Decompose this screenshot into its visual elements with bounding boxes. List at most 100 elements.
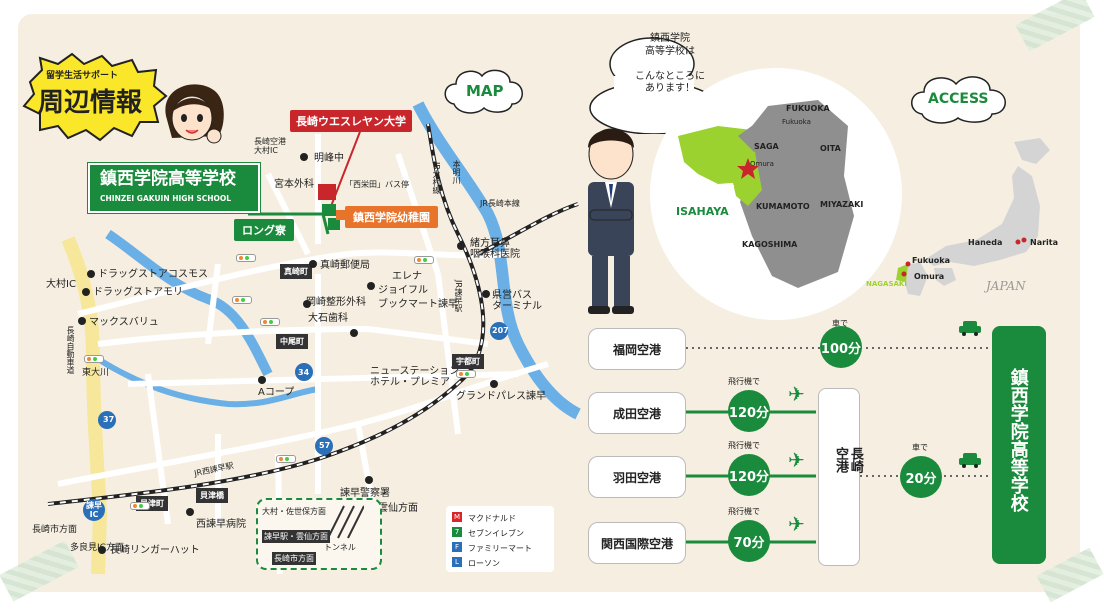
higashi-omuta-river bbox=[96, 356, 319, 408]
drug-cosmos-dot bbox=[87, 270, 95, 278]
header-tag: 留学生活サポート bbox=[46, 71, 119, 81]
tunnel-inset: 大村・佐世保方面 諫早駅・雲仙方面 トンネル 長崎市方面 bbox=[256, 498, 382, 570]
map-cloud bbox=[444, 69, 523, 114]
label-masaki-post: 真崎郵便局 bbox=[320, 260, 370, 271]
label-miyamoto-surgery: 宮本外科 bbox=[274, 179, 314, 190]
joyful-dot bbox=[367, 282, 375, 290]
kyushu-map bbox=[650, 68, 902, 320]
label-ogata-ent: 緒方耳鼻 咽喉科医院 bbox=[470, 238, 520, 260]
speech-bubble-text: 鎮西学院 高等学校は こんなところに あります！ bbox=[635, 33, 705, 94]
label-omura-ic: 大村IC bbox=[46, 279, 76, 290]
header-burst-badge bbox=[22, 52, 168, 142]
route-34-shield: 34 bbox=[298, 368, 310, 377]
label-new-station-hotel: ニューステーション ホテル・プレミア bbox=[370, 366, 460, 388]
time-kansai: 70分 bbox=[728, 520, 770, 562]
meiho-jhs-dot bbox=[300, 153, 308, 161]
airport-narita[interactable]: 成田空港 bbox=[588, 392, 686, 434]
acoop-dot bbox=[258, 376, 266, 384]
plane-icon-narita: ✈ bbox=[788, 382, 805, 406]
route-37-shield: 37 bbox=[103, 415, 115, 424]
car-icon-fukuoka bbox=[959, 321, 981, 336]
kyushu-isahaya: ISAHAYA bbox=[676, 205, 729, 218]
kyushu-kagoshima: KAGOSHIMA bbox=[742, 240, 798, 249]
school-destination-label: 鎮西学院高等学校 bbox=[1007, 368, 1029, 512]
label-elena: エレナ bbox=[392, 271, 422, 282]
label-jr-omura-line: JR大村線 bbox=[432, 162, 441, 194]
japan-map bbox=[896, 138, 1050, 296]
label-oishi-dental: 大石歯科 bbox=[308, 313, 348, 324]
airport-fukuoka[interactable]: 福岡空港 bbox=[588, 328, 686, 370]
mode-car-nagasaki: 車で bbox=[912, 443, 928, 452]
mode-car-fukuoka: 車で bbox=[832, 319, 848, 328]
nagasaki-airport-label: 長崎 空港 bbox=[832, 447, 863, 473]
kyushu-miyazaki: MIYAZAKI bbox=[820, 200, 864, 209]
nagasaki-ringer-dot bbox=[98, 546, 106, 554]
label-grand-palace: グランドパレス諫早 bbox=[456, 391, 546, 402]
airport-haneda[interactable]: 羽田空港 bbox=[588, 456, 686, 498]
kyushu-omura: Omura bbox=[750, 160, 774, 168]
label-honmyo-river: 本明川 bbox=[452, 160, 461, 184]
university-label[interactable]: 長崎ウエスレヤン大学 bbox=[290, 110, 412, 132]
familymart-icon: F bbox=[452, 542, 462, 552]
time-fukuoka: 100分 bbox=[820, 326, 862, 368]
drug-mori-dot bbox=[82, 288, 90, 296]
japan-nagasaki: NAGASAKI bbox=[866, 280, 907, 288]
inset-omura-sasebo: 大村・佐世保方面 bbox=[262, 507, 326, 516]
school-name-jp: 鎮西学院高等学校 bbox=[100, 169, 236, 189]
nakao-cho-badge: 中尾町 bbox=[276, 334, 308, 349]
japan-label: JAPAN bbox=[986, 279, 1026, 293]
nagasaki-airport-box[interactable]: 長崎 空港 bbox=[818, 388, 863, 566]
girl-mascot bbox=[165, 84, 224, 144]
label-isahaya-station: JR諫早駅 bbox=[454, 280, 463, 312]
label-joyful: ジョイフル bbox=[378, 285, 428, 296]
label-bookmart: ブックマート諫早 bbox=[378, 299, 458, 310]
header-title: 周辺情報 bbox=[38, 88, 143, 118]
time-nagasaki-school: 20分 bbox=[900, 456, 942, 498]
japan-narita: Narita bbox=[1030, 238, 1059, 247]
label-tara-mi-dir: 多良見IC方面 bbox=[70, 543, 124, 553]
airport-kansai[interactable]: 関西国際空港 bbox=[588, 522, 686, 564]
school-label-box[interactable]: 鎮西学院高等学校 CHINZEI GAKUIN HIGH SCHOOL bbox=[88, 163, 260, 213]
isahaya-police-dot bbox=[365, 476, 373, 484]
map-cloud-label: MAP bbox=[466, 82, 504, 100]
time-haneda: 120分 bbox=[728, 454, 770, 496]
kyushu-saga: SAGA bbox=[754, 142, 779, 151]
label-jr-nagasaki-line: JR長崎本線 bbox=[480, 199, 520, 208]
legend-seven-eleven: セブンイレブン bbox=[468, 529, 524, 538]
school-destination-box[interactable]: 鎮西学院高等学校 bbox=[992, 326, 1046, 564]
kindergarten-label[interactable]: 鎮西学院幼稚園 bbox=[345, 206, 438, 228]
school-mark bbox=[322, 204, 336, 216]
dorm-mark bbox=[328, 218, 340, 230]
masaki-cho-badge: 真崎町 bbox=[280, 264, 312, 279]
access-cloud bbox=[911, 76, 1006, 124]
area-map bbox=[47, 101, 581, 575]
traffic-signal bbox=[260, 318, 280, 326]
lawson-icon: L bbox=[452, 557, 462, 567]
mcdonalds-icon: M bbox=[452, 512, 462, 522]
time-narita: 120分 bbox=[728, 390, 770, 432]
label-nishi-isahaya-hosp: 西諫早病院 bbox=[196, 519, 246, 530]
kyushu-fukuoka: FUKUOKA bbox=[786, 104, 830, 113]
masaki-post-dot bbox=[309, 260, 317, 268]
label-meiho-jhs: 明峰中 bbox=[314, 153, 344, 164]
label-nagasaki-ringer: 長崎リンガーハット bbox=[110, 545, 200, 556]
label-isahaya-ic: 諫早 IC bbox=[86, 501, 102, 519]
mode-plane-kansai: 飛行機で bbox=[728, 507, 760, 516]
dorm-label[interactable]: ロング寮 bbox=[234, 219, 294, 241]
legend-familymart: ファミリーマート bbox=[468, 544, 532, 553]
traffic-signal bbox=[232, 296, 252, 304]
label-nagasaki-expressway: 長崎自動車道 bbox=[66, 326, 75, 374]
legend-lawson: ローソン bbox=[468, 559, 500, 568]
mode-plane-haneda: 飛行機で bbox=[728, 441, 760, 450]
label-nagasaki-city-dir: 長崎市方面 bbox=[32, 525, 78, 535]
label-bus-terminal: 県営バス ターミナル bbox=[492, 290, 542, 312]
kaizu-bridge-badge: 貝津橋 bbox=[196, 488, 228, 503]
japan-omura: Omura bbox=[914, 272, 945, 281]
max-value-dot bbox=[78, 317, 86, 325]
river-west bbox=[105, 229, 273, 377]
honmyo-river bbox=[412, 101, 581, 420]
kyushu-nagasaki: NAGASAKI bbox=[688, 184, 735, 193]
traffic-signal bbox=[236, 254, 256, 262]
school-name-en: CHINZEI GAKUIN HIGH SCHOOL bbox=[100, 194, 232, 203]
label-higashi-omuta-river: 東大川 bbox=[82, 368, 110, 378]
